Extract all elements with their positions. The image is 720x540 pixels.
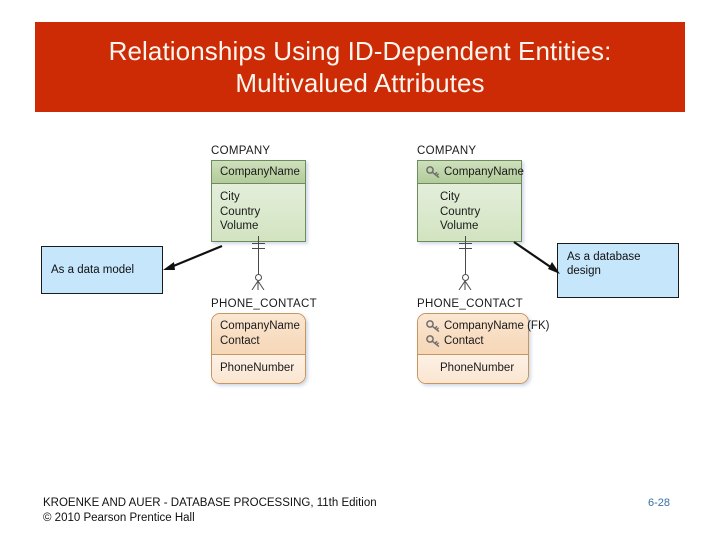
right-relationship-line	[465, 236, 466, 274]
right-phone-contact-keys: CompanyName (FK) Contact	[418, 314, 549, 355]
left-company-entity[interactable]: CompanyName City Country Volume	[211, 160, 306, 242]
attribute-row: PhoneNumber	[426, 361, 520, 376]
footer-line-1: KROENKE AND AUER - DATABASE PROCESSING, …	[43, 497, 377, 509]
right-rel-optional-circle	[462, 274, 469, 281]
left-phone-contact-entity[interactable]: CompanyName Contact PhoneNumber	[211, 313, 306, 384]
page-title: Relationships Using ID-Dependent Entitie…	[99, 35, 622, 99]
right-company-entity[interactable]: CompanyName City Country Volume	[417, 160, 524, 242]
attribute-label: PhoneNumber	[440, 362, 515, 374]
attribute-label: Volume	[440, 220, 479, 232]
attribute-row: Country	[426, 205, 513, 220]
key-row: Contact	[426, 334, 520, 349]
left-rel-optional-circle	[255, 274, 262, 281]
callout-database-design-line-2: design	[567, 265, 601, 277]
attribute-label: Country	[440, 205, 481, 218]
callout-as-a-data-model[interactable]: As a data model	[41, 246, 163, 294]
attribute-row: Country	[220, 205, 297, 220]
right-rel-crowsfoot-icon	[458, 281, 472, 290]
callout-database-design-arrow	[513, 241, 560, 274]
key-label: CompanyName (FK)	[444, 320, 550, 332]
attribute-label: Country	[220, 205, 261, 218]
key-icon	[426, 320, 440, 333]
callout-data-model-arrow	[163, 244, 223, 270]
key-row: CompanyName (FK)	[426, 319, 549, 334]
left-company-entity-label: COMPANY	[211, 145, 271, 157]
right-company-attributes: City Country Volume	[418, 184, 521, 241]
left-company-attributes: City Country Volume	[212, 184, 305, 241]
callout-database-design-label: As a database design	[567, 250, 641, 278]
attribute-row: PhoneNumber	[220, 361, 297, 376]
title-line-2: Multivalued Attributes	[235, 68, 485, 98]
left-phone-contact-entity-label: PHONE_CONTACT	[211, 298, 317, 310]
key-label: Contact	[444, 334, 484, 347]
left-rel-crowsfoot-icon	[251, 281, 265, 290]
key-icon	[426, 166, 440, 178]
callout-as-a-database-design[interactable]: As a database design	[557, 243, 679, 298]
right-phone-contact-entity[interactable]: CompanyName (FK) Contact PhoneNumber	[417, 313, 549, 384]
left-phone-contact-identifiers: CompanyName Contact	[212, 314, 305, 355]
title-line-1: Relationships Using ID-Dependent Entitie…	[108, 36, 612, 66]
identifier-label: Contact	[220, 334, 260, 347]
attribute-label: City	[220, 191, 240, 203]
left-company-identifier: CompanyName	[220, 166, 300, 178]
left-phone-contact-attributes: PhoneNumber	[212, 355, 305, 383]
right-phone-contact-entity-label: PHONE_CONTACT	[417, 298, 523, 310]
attribute-row: Volume	[220, 219, 297, 234]
footer-attribution: KROENKE AND AUER - DATABASE PROCESSING, …	[43, 496, 377, 526]
attribute-row: City	[220, 190, 297, 205]
right-company-identifier: CompanyName	[444, 166, 524, 178]
identifier-row: CompanyName	[220, 319, 300, 334]
diagram-data-model: COMPANY CompanyName City Country Volume	[0, 0, 360, 400]
callout-database-design-line-1: As a database	[567, 251, 641, 263]
right-company-identifier-row: CompanyName	[418, 161, 524, 184]
right-phone-contact-attributes: PhoneNumber	[418, 355, 528, 383]
diagram-database-design: COMPANY CompanyName City Country	[417, 145, 549, 384]
attribute-label: City	[440, 191, 460, 203]
attribute-row: Volume	[426, 219, 513, 234]
attribute-label: PhoneNumber	[220, 362, 295, 374]
left-relationship-line	[258, 236, 259, 274]
slide-number: 6-28	[648, 497, 671, 509]
key-icon	[426, 334, 440, 347]
callout-data-model-label: As a data model	[51, 264, 135, 276]
footer-line-2: © 2010 Pearson Prentice Hall	[43, 512, 195, 524]
attribute-label: Volume	[220, 220, 259, 232]
identifier-label: CompanyName	[220, 320, 300, 332]
attribute-row: City	[426, 190, 513, 205]
identifier-row: Contact	[220, 334, 297, 349]
right-company-entity-label: COMPANY	[417, 145, 477, 157]
left-company-identifier-row: CompanyName	[212, 161, 305, 184]
slide-title-banner: Relationships Using ID-Dependent Entitie…	[35, 22, 685, 112]
